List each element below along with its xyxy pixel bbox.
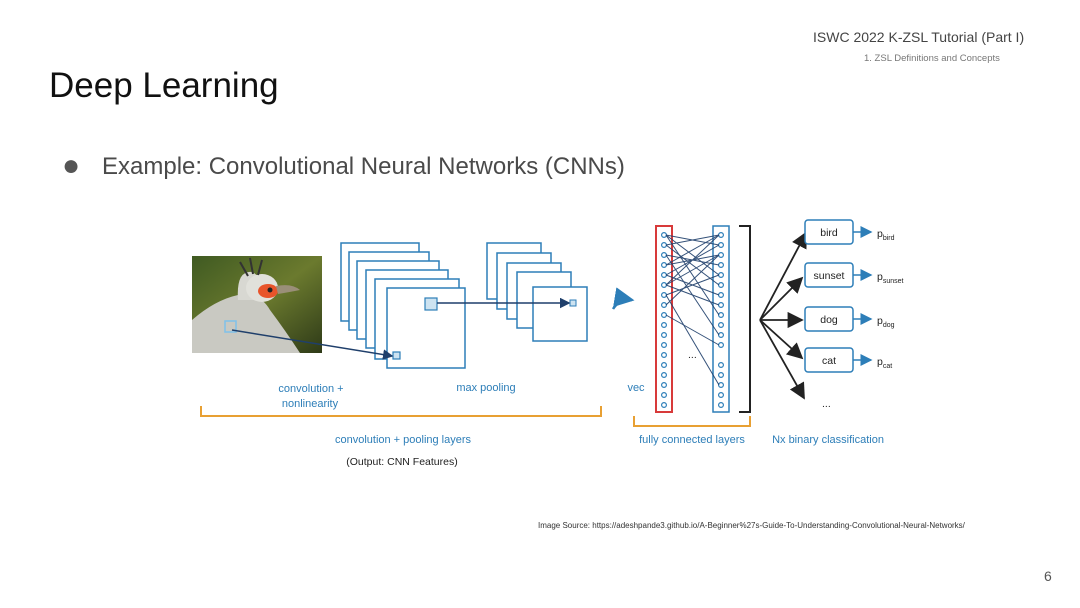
header-subtitle: 1. ZSL Definitions and Concepts [864,53,1000,64]
hidden-nodes [717,232,724,409]
hidden-column [712,225,730,413]
conv-pool-bracket [200,406,602,417]
class-cat: cat pcat [804,347,892,373]
flatten-arrow [611,287,635,310]
fc-orange-bracket [633,416,751,427]
class-prob: pcat [877,356,892,370]
bird-photo [192,256,322,353]
class-prob: pdog [877,315,895,329]
pool-feature-maps [486,242,588,342]
hidden-ellipsis: ... [688,349,697,361]
class-label: cat [822,355,836,367]
class-ellipsis: ... [822,398,831,410]
label-convolution: convolution + [278,383,343,395]
label-output-note: (Output: CNN Features) [346,456,457,468]
label-fully-connected: fully connected layers [639,434,745,446]
class-sunset: sunset psunset [804,262,904,288]
conv-receptive-cell [392,351,401,360]
page-number: 6 [1044,568,1052,584]
label-binary-classification: Nx binary classification [772,434,884,446]
fc-connections [665,234,720,386]
vec-nodes [660,232,667,409]
conv-arrow [231,329,394,360]
class-prob: psunset [877,271,904,285]
class-label: dog [820,314,838,326]
pooled-cell [569,299,577,307]
image-source: Image Source: https://adeshpande3.github… [538,521,965,530]
page-title: Deep Learning [49,66,279,105]
class-label: bird [820,227,838,239]
label-max-pooling: max pooling [456,382,515,394]
bullet-text: Example: Convolutional Neural Networks (… [102,153,625,180]
class-bird: bird pbird [804,219,895,245]
class-label: sunset [814,270,845,282]
label-nonlinearity: nonlinearity [282,398,339,410]
class-arrows [759,231,807,400]
fc-bracket [739,225,751,413]
label-vec: vec [627,382,645,394]
header-title: ISWC 2022 K-ZSL Tutorial (Part I) [813,29,1025,45]
class-prob: pbird [877,228,895,242]
label-conv-pool-layers: convolution + pooling layers [335,434,472,446]
conv-feature-maps [340,242,466,369]
vec-column [655,225,673,413]
class-dog: dog pdog [804,306,895,332]
bullet-dot: ● [62,149,81,182]
pool-receptive-cell [424,297,438,311]
